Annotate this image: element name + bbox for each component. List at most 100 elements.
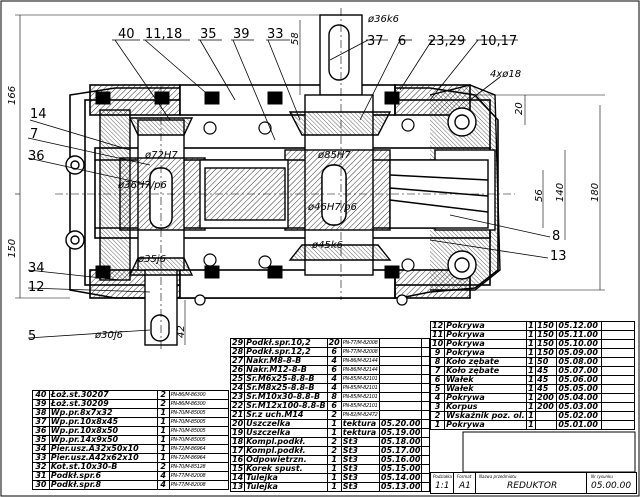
table-cell (421, 428, 430, 438)
table-cell: Kot.st.10x30-B (48, 462, 158, 472)
table-cell: PN-70/M-85128 (168, 462, 230, 472)
table-cell: 1 (326, 455, 342, 465)
table-cell: 1 (525, 375, 537, 385)
table-cell: 10 (429, 339, 446, 349)
table-cell (378, 356, 423, 366)
table-cell: 1 (326, 482, 342, 492)
table-cell (421, 374, 430, 384)
table-cell: 6 (326, 401, 342, 411)
table-cell (535, 420, 558, 430)
table-cell: 05.09.00 (556, 348, 603, 358)
table-cell: 05.20.00 (378, 419, 423, 429)
table-cell: PN-86/M-86300 (168, 399, 230, 409)
table-cell-empty (601, 330, 635, 340)
table-cell: 28 (229, 347, 246, 357)
table-cell: 37 (32, 417, 50, 427)
table-cell (421, 383, 430, 393)
table-cell (421, 482, 430, 492)
table-cell: 4 (156, 471, 170, 481)
table-cell: 1 (326, 419, 342, 429)
table-cell (421, 473, 430, 483)
table-cell: 1 (525, 366, 537, 376)
table-cell: 29 (229, 338, 246, 348)
dim-58: 58 (290, 32, 301, 45)
table-cell: 1 (525, 393, 537, 403)
label-8: 8 (552, 229, 560, 244)
table-cell: Śr.M10x30-8.8-B (244, 392, 328, 402)
output-shaft (284, 14, 392, 276)
table-cell: 13 (229, 482, 246, 492)
table-cell: St3 (340, 482, 380, 492)
table-cell: 8 (429, 357, 446, 367)
table-cell: Podkł.spr.12,2 (244, 347, 328, 357)
table-cell: Odpowietrzn. (244, 455, 328, 465)
table-cell: PN-77/M-82008 (168, 471, 230, 481)
label-6: 6 (398, 34, 406, 49)
table-cell: Pokrywa (444, 420, 527, 430)
dim-56: 56 (534, 189, 545, 202)
table-cell: 05.17.00 (378, 446, 423, 456)
table-cell (378, 410, 423, 420)
table-cell: 18 (229, 437, 246, 447)
table-cell: 24 (229, 383, 246, 393)
title-header-name: Nazwa przedmiotu (479, 474, 517, 479)
title-header-drawing-no: Nr rysunku (591, 474, 613, 479)
table-cell: Łoż.st.30207 (48, 390, 158, 400)
table-cell: 2 (156, 462, 170, 472)
table-cell: PN-86/M-86300 (168, 390, 230, 400)
table-cell: 1 (429, 420, 446, 430)
table-cell: Śr.M6x25-8.8-B (244, 374, 328, 384)
table-cell: PN-70/M-85005 (168, 408, 230, 418)
table-cell: 5 (429, 384, 446, 394)
table-cell: Wp.pr.10x8x45 (48, 417, 158, 427)
table-cell: 21 (229, 410, 246, 420)
table-cell (421, 419, 430, 429)
table-cell: 1 (156, 408, 170, 418)
table-cell: 8 (326, 392, 342, 402)
table-cell: Uszczelka (244, 419, 328, 429)
table-cell: 1 (525, 330, 537, 340)
table-frame (462, 431, 636, 473)
table-cell: 27 (229, 356, 246, 366)
table-cell: 17 (229, 446, 246, 456)
table-cell: PN-86/M-82144 (340, 356, 380, 366)
table-cell: 12 (429, 321, 446, 331)
table-cell: 1 (156, 426, 170, 436)
table-cell: 1 (156, 435, 170, 445)
table-cell: Nakr.M12-8-B (244, 365, 328, 375)
label-7: 7 (30, 127, 38, 142)
table-cell: 1 (156, 453, 170, 463)
dim-36H7-p6: ø36H7/p6 (117, 180, 167, 191)
table-cell: 05.13.00 (378, 482, 423, 492)
table-cell: 32 (32, 462, 50, 472)
title-drawing-no: 05.00.00 (591, 481, 632, 491)
table-cell: PN-77/M-82008 (340, 347, 380, 357)
table-cell: Podkł.spr.10,2 (244, 338, 328, 348)
dimension-texts: ø36k6 58 166 20 ø72H7 ø85H7 ø36H7/p6 56 … (7, 14, 601, 341)
table-cell: 19 (229, 428, 246, 438)
table-cell: Łoż.st.30209 (48, 399, 158, 409)
table-cell: Koło zębate (444, 357, 527, 367)
dim-36k6: ø36k6 (367, 14, 399, 25)
table-cell: Korek spust. (244, 464, 328, 474)
table-cell: 45 (535, 375, 558, 385)
table-cell: Pokrywa (444, 339, 527, 349)
table-cell: PN-70/M-85005 (168, 417, 230, 427)
table-cell: 1 (525, 384, 537, 394)
table-cell: 1 (525, 402, 537, 412)
table-cell-empty (601, 384, 635, 394)
table-cell-empty (601, 357, 635, 367)
